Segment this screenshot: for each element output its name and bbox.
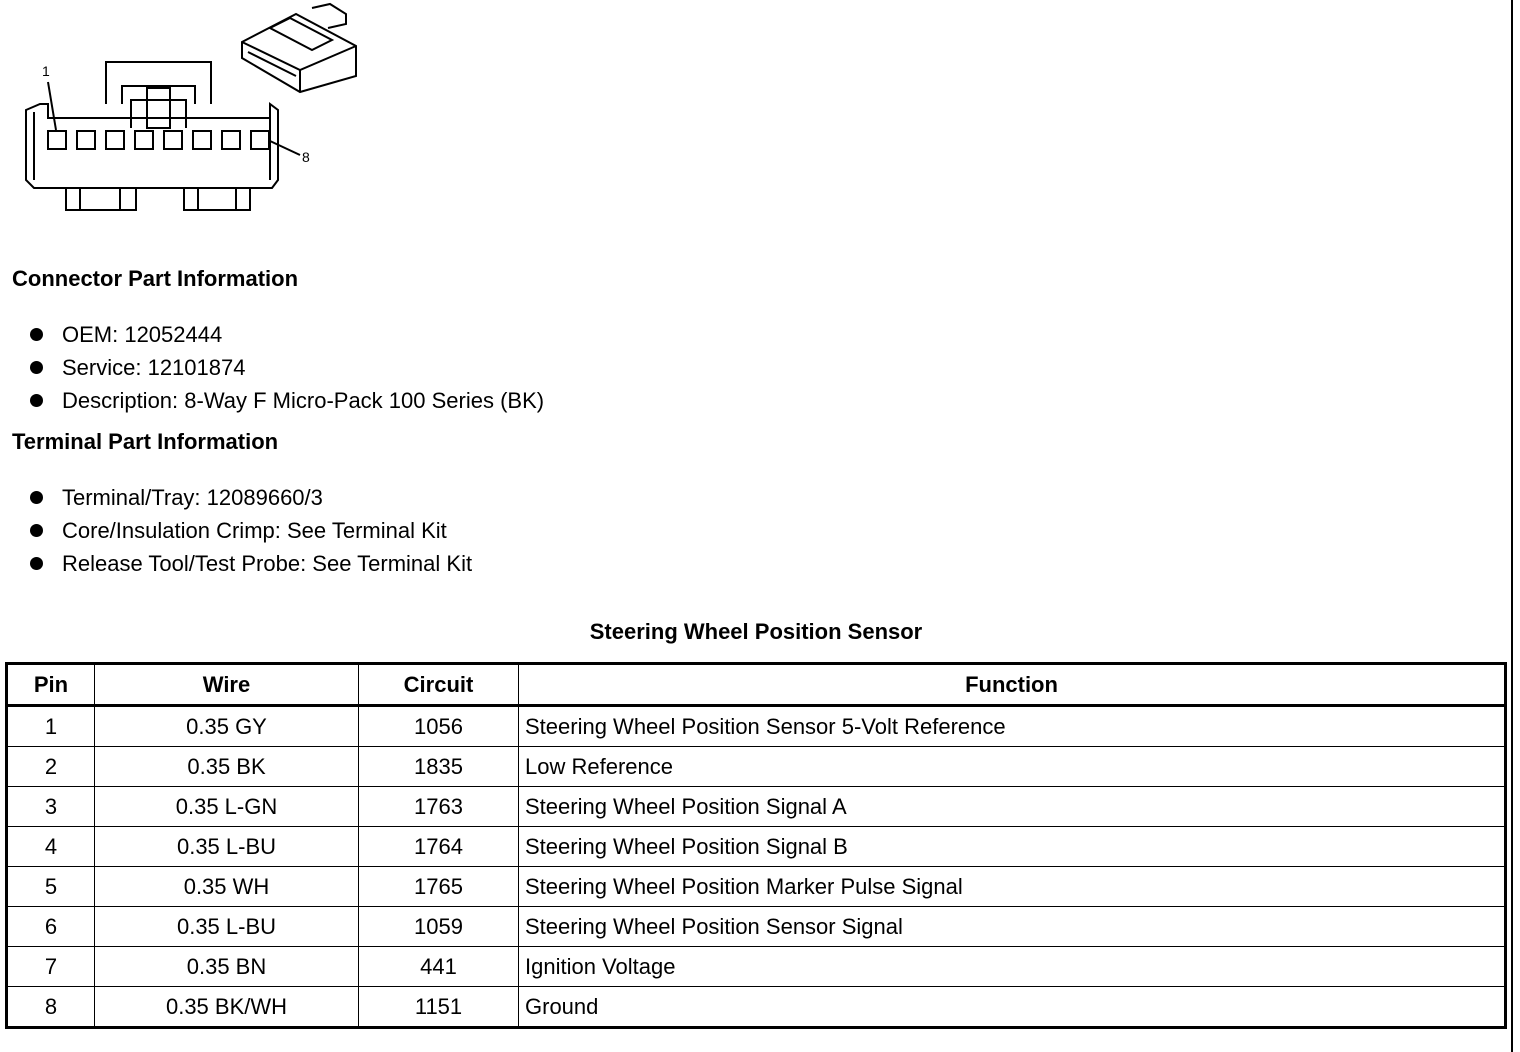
circuit-cell: 1765 [358, 866, 519, 907]
circuit-cell: 1764 [358, 826, 519, 867]
table-row: 4 0.35 L-BU 1764 Steering Wheel Position… [6, 826, 1506, 867]
circuit-cell: 441 [358, 946, 519, 987]
pin-cell: 6 [6, 906, 95, 947]
wire-cell: 0.35 BK/WH [94, 986, 359, 1028]
table-row: 5 0.35 WH 1765 Steering Wheel Position M… [6, 866, 1506, 907]
list-item: Core/Insulation Crimp: See Terminal Kit [30, 514, 472, 547]
list-item-text: OEM: 12052444 [62, 322, 223, 347]
wire-cell: 0.35 BN [94, 946, 359, 987]
wire-cell: 0.35 L-BU [94, 826, 359, 867]
function-cell: Steering Wheel Position Marker Pulse Sig… [518, 866, 1506, 907]
function-cell: Steering Wheel Position Sensor 5-Volt Re… [518, 705, 1506, 747]
bullet-icon [30, 328, 43, 341]
pin-cell: 8 [6, 986, 95, 1028]
circuit-cell: 1835 [358, 746, 519, 787]
wire-cell: 0.35 GY [94, 705, 359, 747]
connector-info-list: OEM: 12052444 Service: 12101874 Descript… [30, 318, 544, 417]
page-right-border [1511, 0, 1513, 1052]
list-item: Description: 8-Way F Micro-Pack 100 Seri… [30, 384, 544, 417]
pin-8-callout: 8 [302, 149, 310, 165]
column-header-circuit: Circuit [358, 663, 519, 706]
pin-cell: 3 [6, 786, 95, 827]
function-cell: Low Reference [518, 746, 1506, 787]
bullet-icon [30, 524, 43, 537]
table-row: 1 0.35 GY 1056 Steering Wheel Position S… [6, 705, 1506, 747]
pin-cell: 5 [6, 866, 95, 907]
bullet-icon [30, 361, 43, 374]
pin-cell: 4 [6, 826, 95, 867]
table-title: Steering Wheel Position Sensor [589, 619, 923, 644]
connector-diagram: 1 8 [25, 2, 357, 211]
circuit-cell: 1151 [358, 986, 519, 1028]
connector-info-heading: Connector Part Information [12, 266, 299, 291]
table-row: 6 0.35 L-BU 1059 Steering Wheel Position… [6, 906, 1506, 947]
list-item-text: Core/Insulation Crimp: See Terminal Kit [62, 518, 447, 543]
circuit-cell: 1056 [358, 705, 519, 747]
table-row: 8 0.35 BK/WH 1151 Ground [6, 986, 1506, 1028]
list-item: OEM: 12052444 [30, 318, 544, 351]
circuit-cell: 1763 [358, 786, 519, 827]
bullet-icon [30, 394, 43, 407]
column-header-function: Function [518, 663, 1506, 706]
wire-cell: 0.35 BK [94, 746, 359, 787]
circuit-cell: 1059 [358, 906, 519, 947]
list-item-text: Service: 12101874 [62, 355, 246, 380]
column-header-pin: Pin [6, 663, 95, 706]
bullet-icon [30, 557, 43, 570]
pin-cell: 1 [6, 705, 95, 747]
bullet-icon [30, 491, 43, 504]
list-item-text: Description: 8-Way F Micro-Pack 100 Seri… [62, 388, 545, 413]
table-row: 2 0.35 BK 1835 Low Reference [6, 746, 1506, 787]
wire-cell: 0.35 L-BU [94, 906, 359, 947]
pinout-table: Pin Wire Circuit Function 1 0.35 GY 1056… [5, 662, 1507, 1029]
terminal-info-heading: Terminal Part Information [12, 429, 279, 454]
function-cell: Steering Wheel Position Sensor Signal [518, 906, 1506, 947]
pin-1-callout: 1 [42, 63, 50, 79]
list-item-text: Release Tool/Test Probe: See Terminal Ki… [62, 551, 473, 576]
column-header-wire: Wire [94, 663, 359, 706]
list-item-text: Terminal/Tray: 12089660/3 [62, 485, 323, 510]
list-item: Release Tool/Test Probe: See Terminal Ki… [30, 547, 472, 580]
pin-cell: 2 [6, 746, 95, 787]
function-cell: Steering Wheel Position Signal B [518, 826, 1506, 867]
function-cell: Ground [518, 986, 1506, 1028]
wire-cell: 0.35 L-GN [94, 786, 359, 827]
terminal-info-list: Terminal/Tray: 12089660/3 Core/Insulatio… [30, 481, 472, 580]
wire-cell: 0.35 WH [94, 866, 359, 907]
table-row: 3 0.35 L-GN 1763 Steering Wheel Position… [6, 786, 1506, 827]
list-item: Terminal/Tray: 12089660/3 [30, 481, 472, 514]
list-item: Service: 12101874 [30, 351, 544, 384]
function-cell: Ignition Voltage [518, 946, 1506, 987]
table-header-row: Pin Wire Circuit Function [6, 663, 1506, 706]
pin-cell: 7 [6, 946, 95, 987]
function-cell: Steering Wheel Position Signal A [518, 786, 1506, 827]
table-row: 7 0.35 BN 441 Ignition Voltage [6, 946, 1506, 987]
